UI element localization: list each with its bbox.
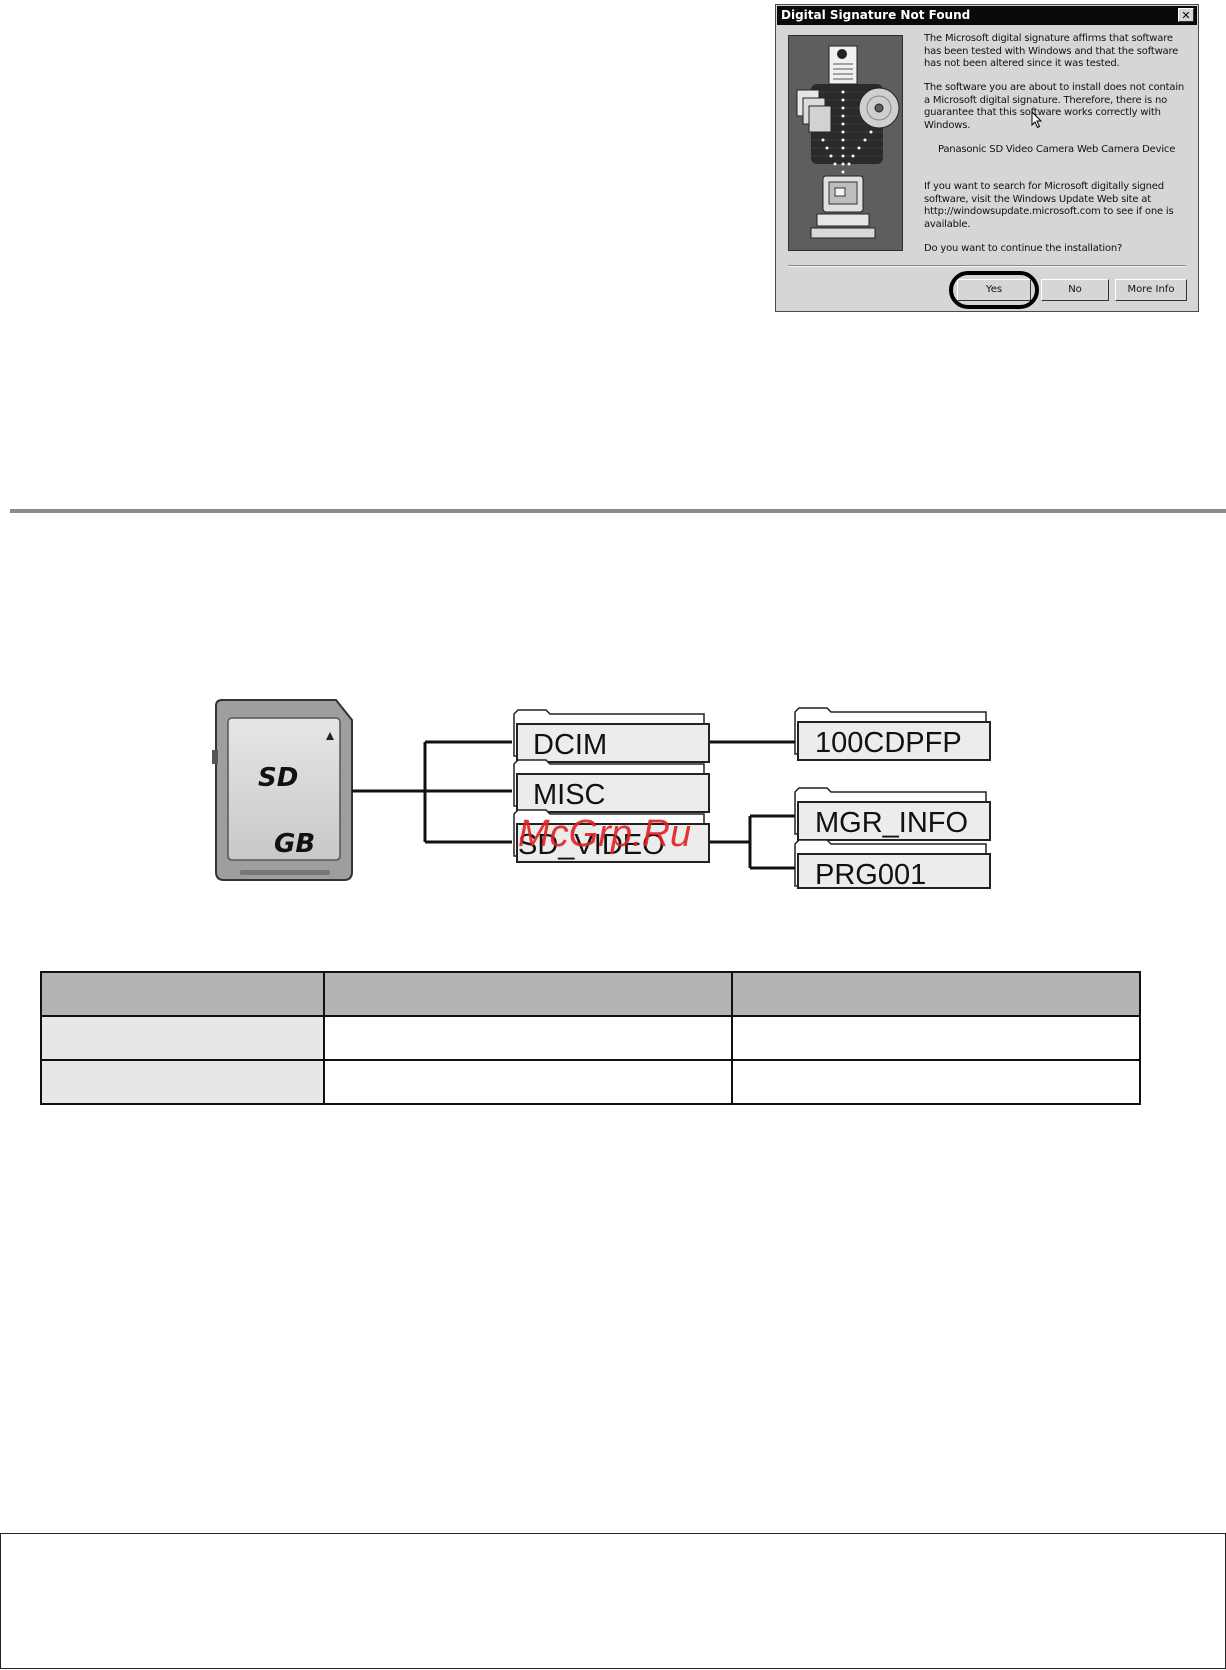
dialog-title: Digital Signature Not Found	[781, 8, 971, 22]
table-row	[39, 1015, 1142, 1061]
folder-100cdpfp: 100CDPFP	[794, 707, 991, 761]
folder-misc: MISC	[513, 759, 710, 813]
note-box	[0, 1533, 1226, 1669]
card-capacity-label: GB	[274, 829, 315, 859]
dialog-paragraph-3: If you want to search for Microsoft digi…	[924, 181, 1174, 230]
computer-disk-illustration-icon	[789, 36, 902, 250]
yes-highlight-circle	[949, 271, 1039, 309]
no-button[interactable]: No	[1041, 279, 1109, 301]
close-icon: ✕	[1181, 9, 1191, 22]
table-cell	[323, 1059, 733, 1105]
watermark-text: McGrp.Ru	[518, 813, 691, 855]
dialog-paragraph-2: The software you are about to install do…	[924, 82, 1185, 131]
folder-mgr-info-label: MGR_INFO	[815, 807, 968, 839]
folder-tree-diagram: SD GB DCIM MISC SD_VIDEO 100CDPFP	[212, 699, 991, 890]
folder-100cdpfp-label: 100CDPFP	[815, 727, 962, 759]
dialog-illustration	[788, 35, 903, 251]
folder-misc-label: MISC	[533, 779, 606, 811]
folder-dcim: DCIM	[513, 709, 710, 763]
info-table	[39, 971, 1142, 1105]
folder-sd-video-label: SD_VIDEO	[518, 829, 665, 861]
dialog-paragraph-1: The Microsoft digital signature affirms …	[924, 33, 1179, 69]
mouse-pointer-icon	[1031, 111, 1043, 129]
close-button[interactable]: ✕	[1178, 8, 1194, 22]
more-info-button[interactable]: More Info	[1115, 279, 1187, 301]
table-cell	[323, 1015, 733, 1061]
folder-sd-video: SD_VIDEO	[513, 809, 710, 863]
sd-card-icon: SD GB	[212, 699, 353, 881]
dialog-titlebar: Digital Signature Not Found ✕	[777, 6, 1197, 25]
table-cell	[730, 1059, 1142, 1105]
digital-signature-dialog: Digital Signature Not Found ✕	[775, 4, 1199, 312]
dialog-device-name: Panasonic SD Video Camera Web Camera Dev…	[938, 144, 1176, 155]
tree-connectors	[352, 740, 795, 870]
table-header-row	[39, 971, 1142, 1017]
table-cell	[39, 1015, 326, 1061]
dialog-separator	[788, 265, 1186, 267]
table-row	[39, 1059, 1142, 1105]
sd-logo: SD	[258, 763, 298, 793]
folder-prg001-label: PRG001	[815, 859, 926, 890]
section-divider	[10, 509, 1226, 513]
folder-mgr-info: MGR_INFO	[794, 787, 991, 841]
table-cell	[730, 1015, 1142, 1061]
folder-prg001: PRG001	[794, 839, 991, 890]
table-header-cell	[323, 971, 733, 1017]
folder-dcim-label: DCIM	[533, 729, 607, 761]
table-header-cell	[730, 971, 1142, 1017]
table-header-cell	[39, 971, 326, 1017]
table-cell	[39, 1059, 326, 1105]
dialog-question: Do you want to continue the installation…	[924, 243, 1123, 254]
